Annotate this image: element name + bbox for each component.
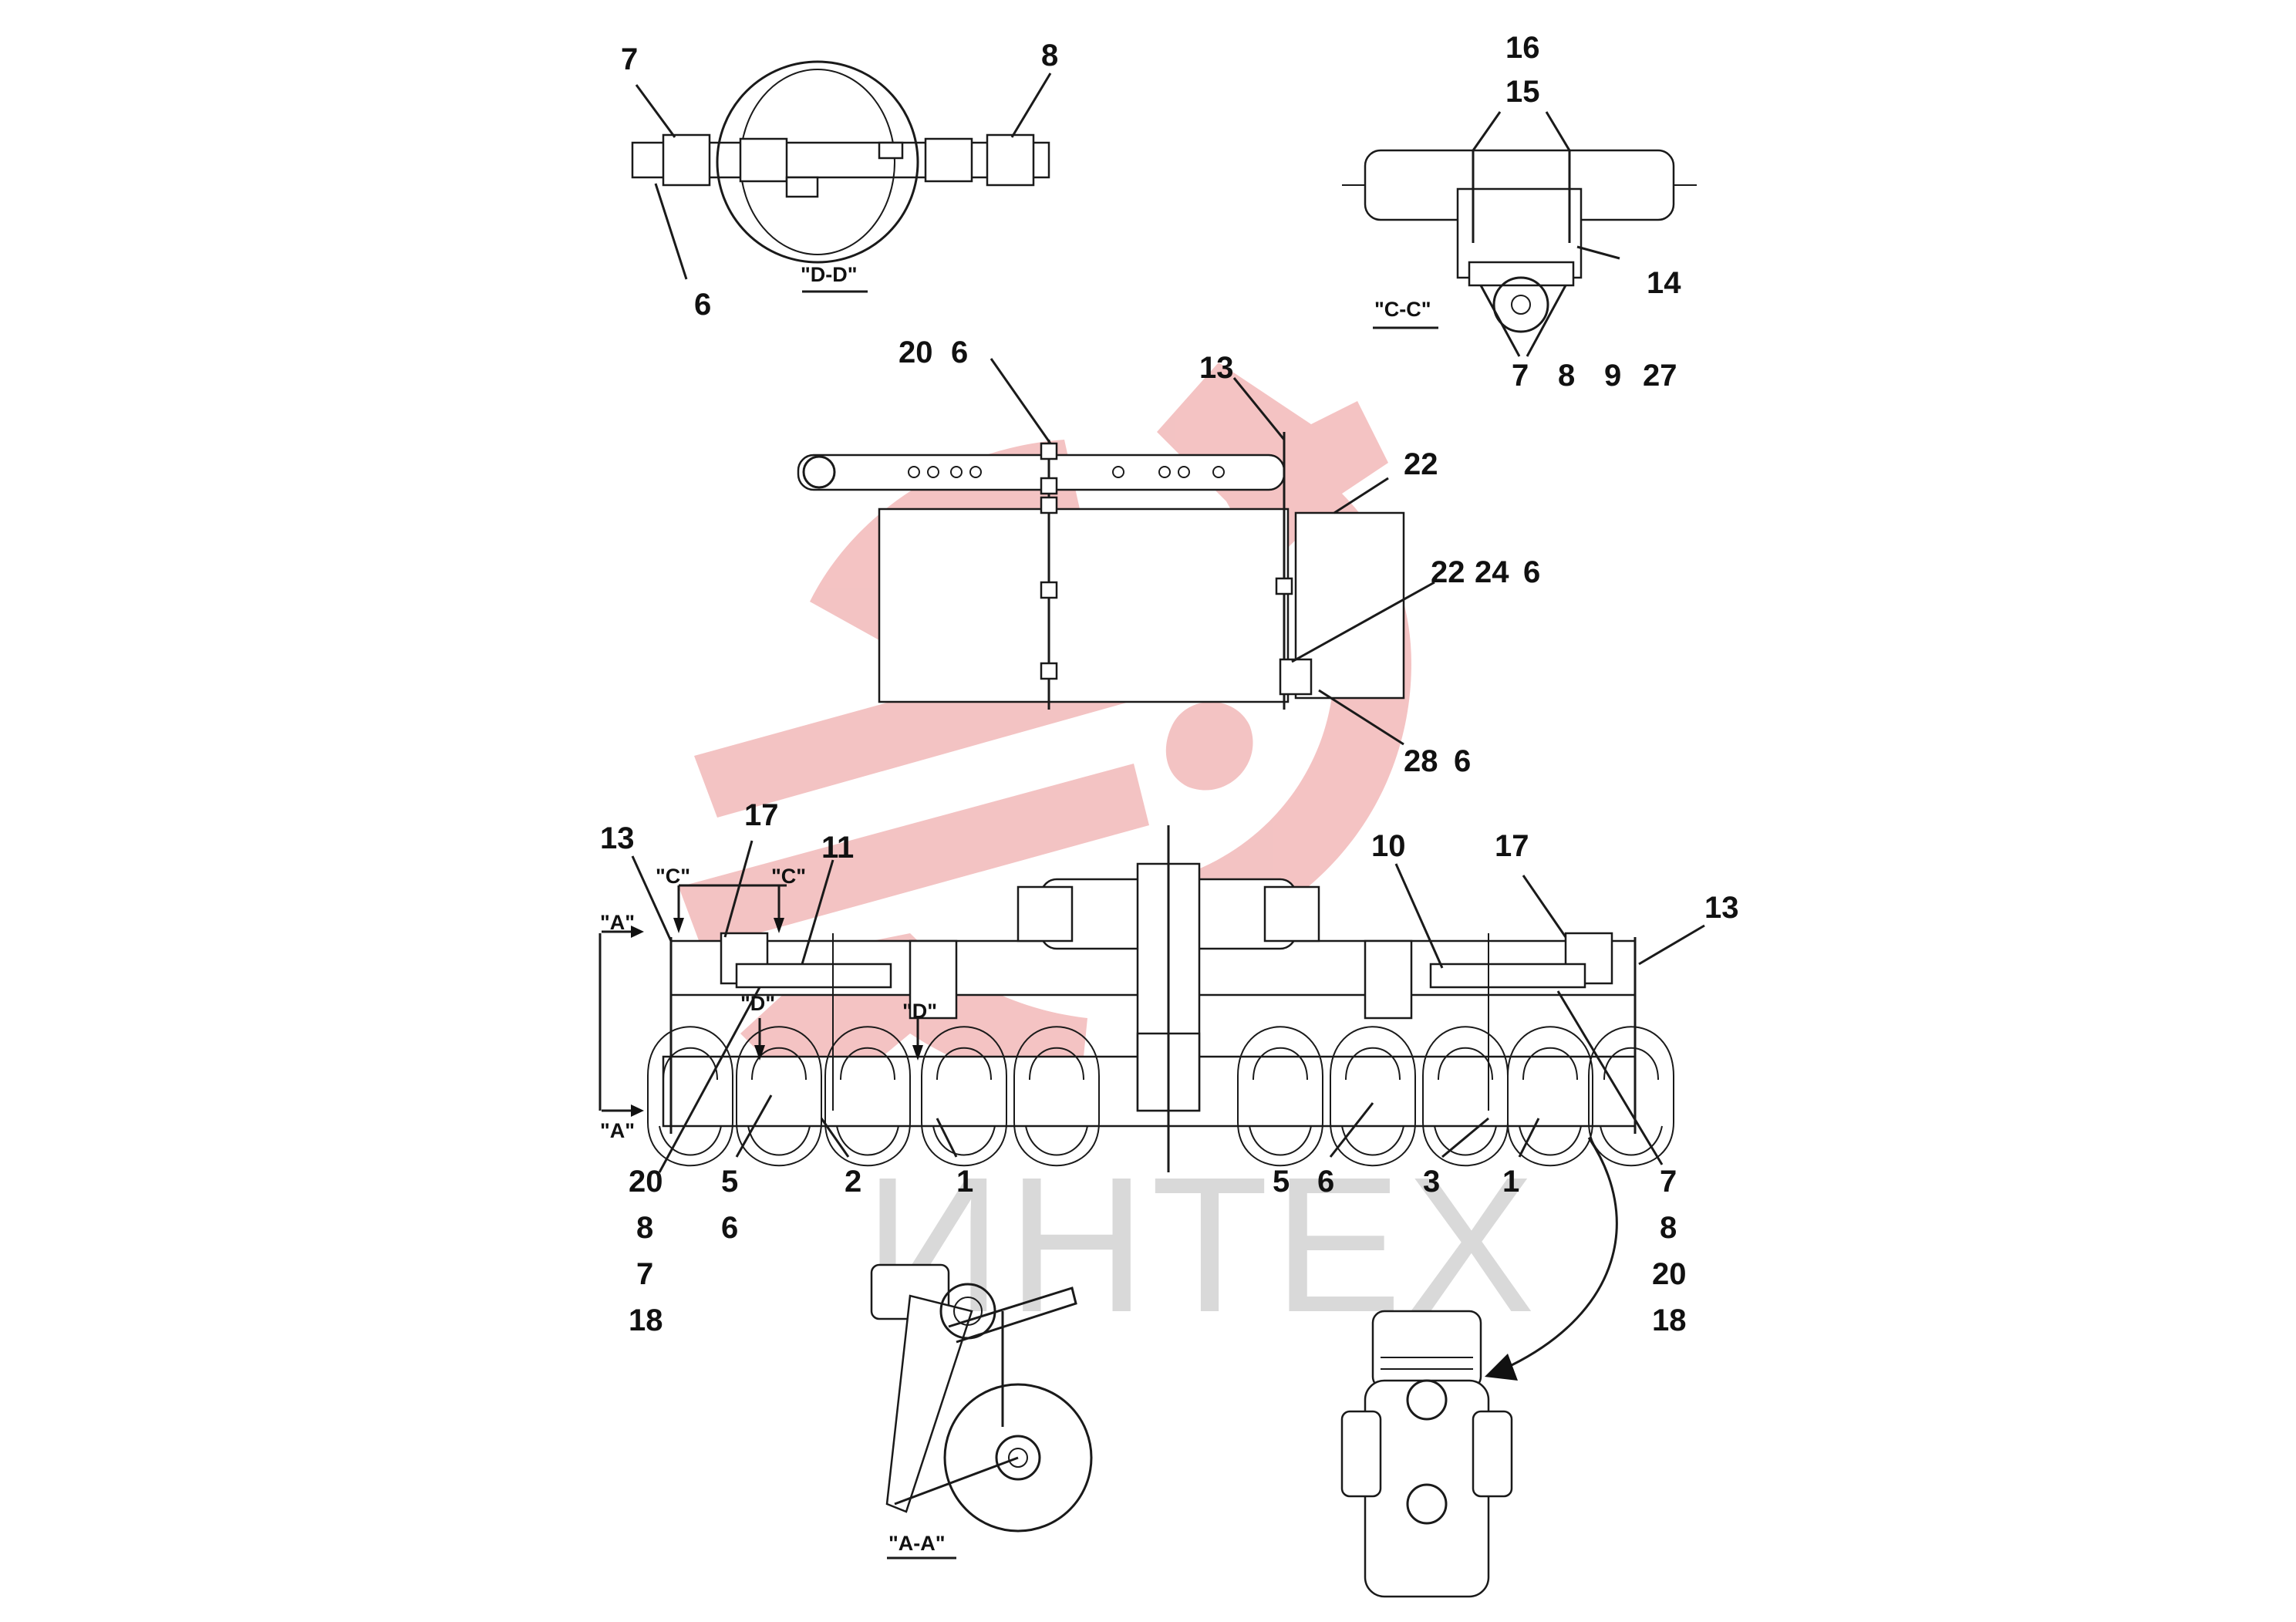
- callout-cc-7: 7: [1512, 359, 1529, 393]
- callout-br-17: 17: [1495, 829, 1529, 863]
- view-aa: [870, 1263, 1093, 1560]
- callout-mid-20: 20: [899, 336, 933, 369]
- callout-br-7: 7: [1660, 1165, 1677, 1199]
- section-label-aa: "A-A": [888, 1532, 946, 1555]
- callout-bot-18: 18: [629, 1303, 663, 1337]
- callout-mid-24: 24: [1475, 555, 1509, 589]
- callout-bot-3: 3: [1423, 1165, 1440, 1199]
- callout-br-13: 13: [1704, 891, 1739, 925]
- callout-mid-13: 13: [1199, 351, 1234, 385]
- callout-mid-22: 22: [1404, 447, 1438, 481]
- section-label-d-left: "D": [740, 992, 775, 1015]
- section-label-a-top: "A": [600, 911, 635, 934]
- callout-cc-15: 15: [1505, 75, 1540, 109]
- section-label-c-left: "C": [656, 865, 690, 888]
- callout-bot-6b: 6: [1317, 1165, 1334, 1199]
- callout-br-10: 10: [1371, 829, 1406, 863]
- callout-bot-5b: 5: [1273, 1165, 1290, 1199]
- callout-mid-6c: 6: [1454, 744, 1471, 778]
- callout-bl-17: 17: [744, 798, 779, 832]
- view-cc: [1342, 111, 1697, 357]
- callout-cc-14: 14: [1647, 266, 1681, 300]
- callout-br-8: 8: [1660, 1211, 1677, 1245]
- callout-cc-8: 8: [1558, 359, 1575, 393]
- callout-bot-6: 6: [721, 1211, 738, 1245]
- callout-bl-13: 13: [600, 821, 635, 855]
- view-dd: [631, 60, 1052, 293]
- section-label-dd: "D-D": [801, 263, 858, 286]
- callout-bot-7: 7: [636, 1257, 653, 1291]
- callout-dd-8: 8: [1041, 39, 1058, 73]
- callout-bot-1b: 1: [1502, 1165, 1519, 1199]
- callout-bl-11: 11: [821, 831, 854, 865]
- section-label-d-right: "D": [902, 1000, 937, 1023]
- view-main-assembly: [598, 825, 1705, 1173]
- callout-dd-6: 6: [694, 288, 711, 322]
- callout-mid-6: 6: [951, 336, 968, 369]
- callout-mid-28: 28: [1404, 744, 1438, 778]
- section-label-a-bottom: "A": [600, 1119, 635, 1142]
- callout-mid-22b: 22: [1431, 555, 1465, 589]
- section-label-c-right: "C": [771, 865, 806, 888]
- callout-bot-1: 1: [956, 1165, 973, 1199]
- callout-mid-6b: 6: [1523, 555, 1540, 589]
- callout-bot-2: 2: [845, 1165, 861, 1199]
- callout-br-20: 20: [1652, 1257, 1687, 1291]
- section-label-cc: "C-C": [1374, 298, 1431, 321]
- callout-bot-20: 20: [629, 1165, 663, 1199]
- callout-cc-27: 27: [1643, 359, 1677, 393]
- view-detail: [1340, 1137, 1618, 1598]
- view-side-shield: [797, 358, 1435, 746]
- callout-cc-9: 9: [1604, 359, 1621, 393]
- callout-bot-8: 8: [636, 1211, 653, 1245]
- callout-bot-5: 5: [721, 1165, 738, 1199]
- callout-dd-7: 7: [621, 42, 638, 76]
- callout-cc-16: 16: [1505, 31, 1540, 65]
- callout-br-18: 18: [1652, 1303, 1687, 1337]
